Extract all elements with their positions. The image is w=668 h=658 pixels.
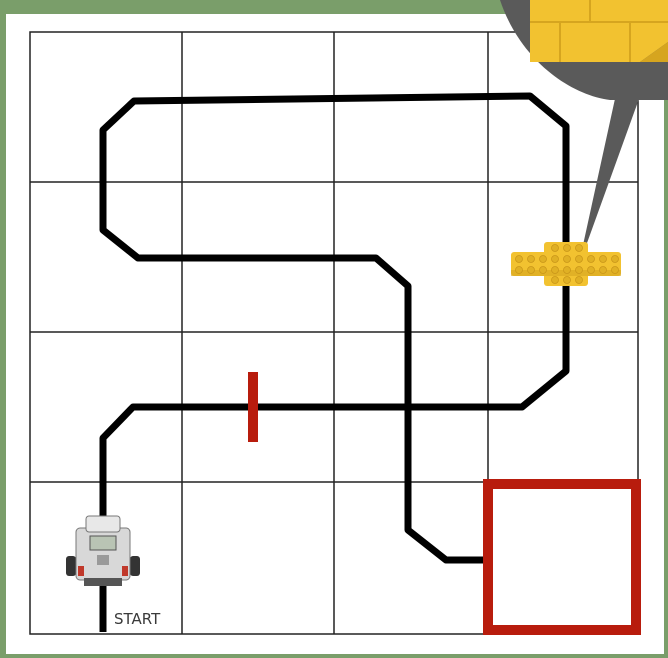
robot-wheel-right <box>130 556 140 576</box>
robot-icon <box>66 516 140 586</box>
robot-wheel-left <box>66 556 76 576</box>
zoomed-brick <box>530 0 668 62</box>
finish-box <box>488 484 636 630</box>
callout-pointer <box>578 85 644 268</box>
stop-line <box>248 372 258 442</box>
start-label: START <box>114 610 161 628</box>
magnified-brick-icon <box>500 0 668 268</box>
robot-accent-left <box>78 566 84 576</box>
robot-base <box>84 578 122 586</box>
lego-brick-icon <box>511 242 621 286</box>
robot-head <box>86 516 120 532</box>
robot-accent-right <box>122 566 128 576</box>
robot-button <box>97 555 109 565</box>
robot-screen <box>90 536 116 550</box>
